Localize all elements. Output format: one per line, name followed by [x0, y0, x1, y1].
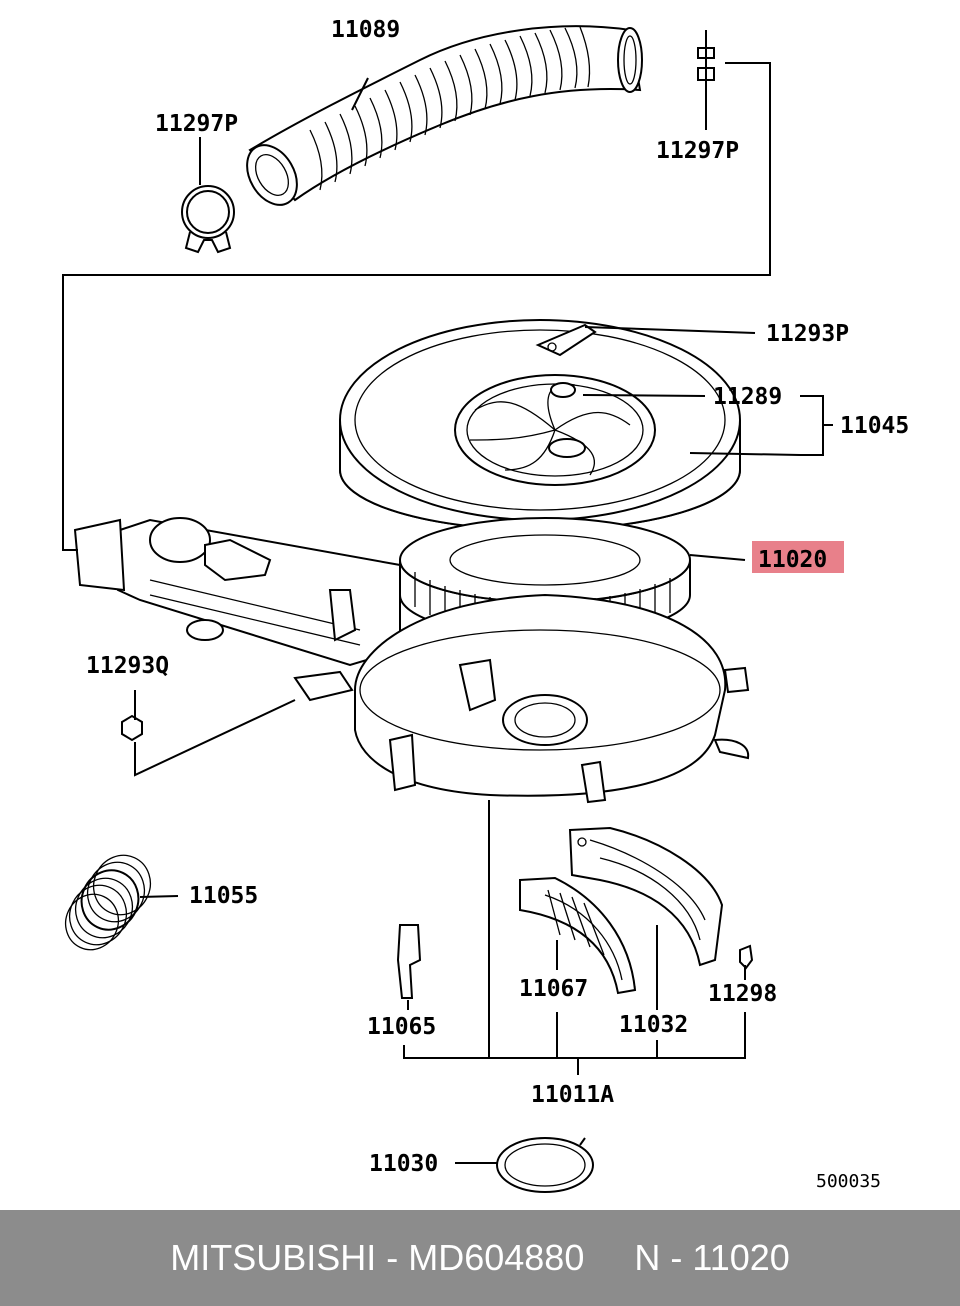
- clip-11298-drawing: [739, 944, 754, 970]
- intake-hose-11089-drawing: [246, 25, 643, 206]
- label-11030: 11030: [369, 1151, 438, 1177]
- panel-11067-drawing: [519, 876, 637, 995]
- label-11298: 11298: [708, 981, 777, 1007]
- label-11055: 11055: [189, 883, 258, 909]
- label-11293p: 11293P: [766, 321, 849, 347]
- label-11020: 11020: [758, 547, 827, 573]
- exploded-parts-diagram: 11089 11297P 11297P 11293P 11289 11045 1…: [62, 17, 909, 1193]
- cleaner-cover-11045-drawing: [339, 319, 741, 531]
- part-number-footer: MITSUBISHI - MD604880 N - 11020: [0, 1210, 960, 1306]
- label-11011a: 11011A: [531, 1082, 614, 1108]
- nut-11293q-drawing: [121, 714, 143, 742]
- figure-code: 500035: [816, 1171, 881, 1192]
- label-11297p-right: 11297P: [656, 138, 739, 164]
- footer-text: MITSUBISHI - MD604880 N - 11020: [170, 1237, 790, 1278]
- label-11089: 11089: [331, 17, 400, 43]
- coil-spring-11055-drawing: [64, 854, 152, 951]
- label-11067: 11067: [519, 976, 588, 1002]
- label-11289: 11289: [713, 384, 782, 410]
- duct-11032-drawing: [568, 826, 724, 967]
- grommet-11065-drawing: [396, 924, 422, 999]
- highlight-11020: [752, 541, 844, 573]
- label-11045: 11045: [840, 413, 909, 439]
- cleaner-case-11011a-drawing: [73, 517, 750, 804]
- label-11032: 11032: [619, 1012, 688, 1038]
- hose-clamp-right-drawing: [697, 30, 715, 110]
- label-11297p-left: 11297P: [155, 111, 238, 137]
- label-11065: 11065: [367, 1014, 436, 1040]
- label-11293q: 11293Q: [86, 653, 169, 679]
- hose-clamp-left-drawing: [181, 185, 235, 254]
- leader-lines: [62, 62, 833, 1164]
- gasket-11030-drawing: [496, 1137, 594, 1193]
